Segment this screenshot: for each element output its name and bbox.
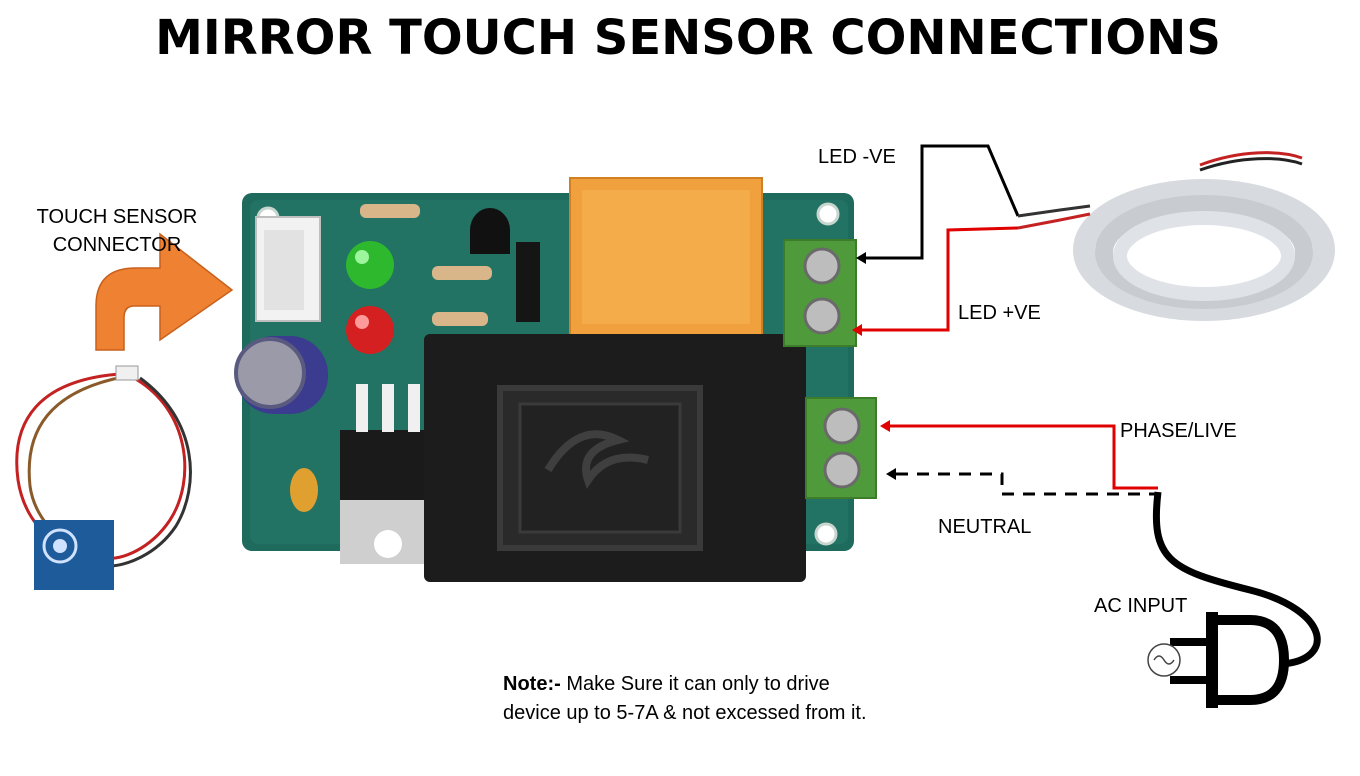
phase-live-label: PHASE/LIVE (1120, 420, 1237, 442)
phase-wire (886, 424, 1158, 490)
page-title: MIRROR TOUCH SENSOR CONNECTIONS (155, 10, 1221, 66)
note-line2: device up to 5-7A & not excessed from it… (503, 702, 867, 724)
neutral-wire (896, 472, 1158, 496)
led-neg-label: LED -VE (818, 146, 896, 168)
note-prefix: Note:- (503, 673, 561, 695)
touch-sensor-module (15, 365, 192, 590)
led-strip (1073, 151, 1335, 321)
led-pos-label: LED +VE (958, 302, 1041, 324)
note-text: Note:- Make Sure it can only to drive de… (503, 670, 867, 728)
note-line1: Make Sure it can only to drive (560, 673, 830, 695)
arrow-icon (95, 232, 234, 351)
ac-input-label: AC INPUT (1094, 595, 1188, 617)
ac-plug-icon (1147, 491, 1321, 708)
touch-sensor-connector-label: TOUCH SENSOR CONNECTOR (36, 206, 198, 256)
neutral-label: NEUTRAL (938, 516, 1032, 538)
led-neg-wire (866, 144, 1020, 260)
control-pcb (234, 177, 877, 582)
led-pos-wire (862, 226, 1019, 332)
